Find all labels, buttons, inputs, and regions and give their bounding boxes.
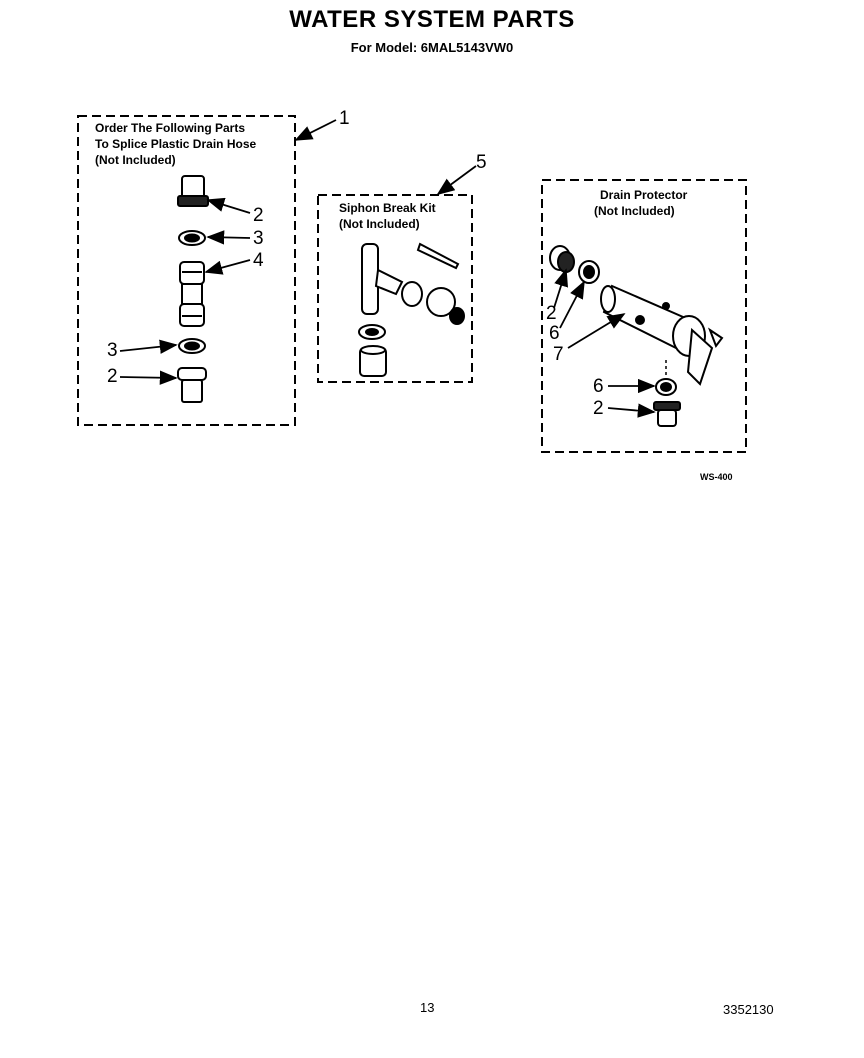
- splice-coupler-top-part: [177, 175, 209, 207]
- siphon-tee-part: [361, 243, 404, 315]
- splice-kit-label: Order The Following Parts To Splice Plas…: [95, 121, 257, 167]
- callout-5: 5: [476, 152, 487, 173]
- drain-protector-part: [600, 284, 724, 386]
- model-subtitle: For Model: 6MAL5143VW0: [350, 40, 514, 55]
- leader-3-bottom: [119, 339, 178, 354]
- callout-2-bottom: 2: [107, 366, 118, 387]
- leader-3-top: [206, 230, 251, 245]
- document-number: 3352130: [723, 1002, 774, 1017]
- siphon-coupler-part: [359, 345, 387, 377]
- leader-1: [294, 119, 337, 141]
- page-number: 13: [420, 1000, 435, 1015]
- drain-protector-label: Drain Protector (Not Included): [594, 188, 688, 218]
- splice-kit-box: [77, 115, 296, 426]
- callout-2-drain: 2: [546, 303, 557, 324]
- siphon-tube-part: [416, 242, 460, 270]
- splice-clamp-top-part: [178, 230, 206, 246]
- callout-6-bottom: 6: [593, 376, 604, 397]
- callout-2-top: 2: [253, 205, 264, 226]
- siphon-kit-label: Siphon Break Kit (Not Included): [339, 201, 436, 231]
- siphon-fitting-part: [401, 281, 465, 325]
- diagram-code: WS-400: [700, 472, 733, 482]
- leader-6-drain: [559, 280, 585, 329]
- leader-2-bottom: [119, 370, 178, 385]
- drain-coupler-bottom-part: [653, 401, 681, 427]
- callout-6-drain: 6: [549, 323, 560, 344]
- drain-protector-box: [541, 179, 747, 453]
- leader-2-drain-bottom: [607, 403, 656, 418]
- leader-2-top: [206, 197, 251, 214]
- splice-clamp-bottom-part: [178, 338, 206, 354]
- splice-connector-part: [179, 261, 205, 327]
- leader-2-drain: [553, 268, 568, 309]
- siphon-kit-box: [317, 194, 473, 383]
- leader-4: [204, 259, 251, 275]
- drain-coupler-left-part: [549, 245, 575, 273]
- siphon-clamp-part: [358, 324, 386, 340]
- callout-3-bottom: 3: [107, 340, 118, 361]
- drain-clamp-left-part: [578, 260, 600, 284]
- callout-7: 7: [553, 344, 564, 365]
- leader-5: [436, 165, 477, 196]
- page-title: WATER SYSTEM PARTS: [289, 6, 575, 33]
- splice-coupler-bottom-part: [177, 367, 207, 403]
- callout-1: 1: [339, 108, 350, 129]
- callout-4: 4: [253, 250, 264, 271]
- drain-clamp-bottom-part: [655, 378, 677, 396]
- callout-3-top: 3: [253, 228, 264, 249]
- callout-2-drain-bottom: 2: [593, 398, 604, 419]
- leader-7: [567, 313, 626, 349]
